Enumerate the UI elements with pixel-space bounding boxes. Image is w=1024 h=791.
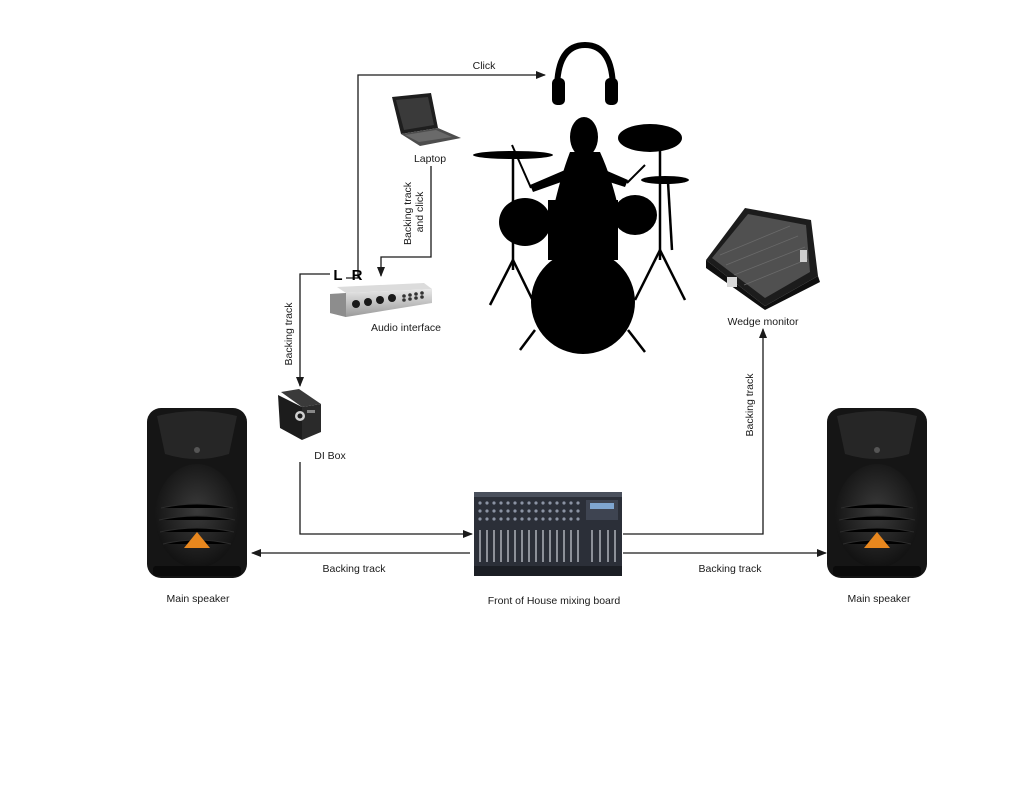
mixing-board-icon — [474, 492, 622, 576]
mixer-to-wedge-wire — [623, 328, 767, 535]
di-box-icon — [278, 389, 321, 440]
click-wire — [346, 71, 546, 279]
wires — [251, 71, 827, 557]
main-speaker-icon — [146, 407, 248, 579]
interface-to-di-wire — [296, 273, 330, 387]
labels: Click Laptop Backing track and click L R… — [166, 60, 911, 607]
backing-track-and-click-label: Backing track and click — [402, 179, 426, 245]
backing-track-left-label: Backing track — [322, 563, 386, 575]
front-of-house-label: Front of House mixing board — [488, 595, 621, 607]
main-speaker-icon — [826, 407, 928, 579]
laptop-icon — [392, 93, 461, 146]
backing-track-and-click-line-1: Backing track — [402, 181, 414, 245]
audio-interface-icon — [330, 283, 432, 317]
backing-track-vertical-right-label: Backing track — [744, 373, 756, 437]
drummer-silhouette-icon — [473, 117, 689, 354]
audio-interface-label: Audio interface — [371, 322, 441, 334]
laptop-label: Laptop — [414, 153, 446, 165]
backing-track-right-label: Backing track — [698, 563, 762, 575]
headphones-icon — [552, 41, 618, 105]
left-channel-label: L — [333, 267, 342, 284]
click-label: Click — [473, 60, 496, 72]
di-box-label: DI Box — [314, 450, 346, 462]
backing-track-and-click-line-2: and click — [414, 191, 426, 233]
di-to-mixer-wire — [299, 462, 473, 538]
backing-track-vertical-left-label: Backing track — [283, 302, 295, 366]
main-speaker-right-label: Main speaker — [847, 593, 911, 605]
wedge-monitor-label: Wedge monitor — [727, 316, 799, 328]
main-speaker-left-label: Main speaker — [166, 593, 230, 605]
wedge-monitor-icon — [706, 208, 820, 310]
right-channel-label: R — [352, 267, 363, 284]
laptop-to-interface-wire — [377, 166, 432, 277]
